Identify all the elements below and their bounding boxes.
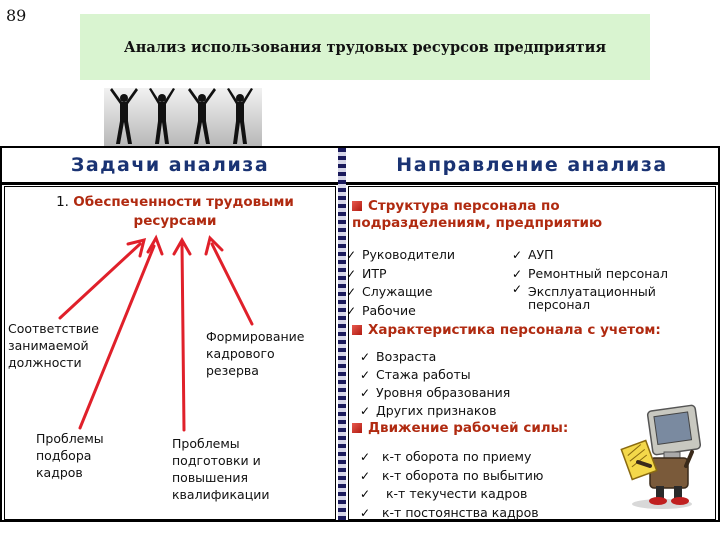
task-box-sootvetstvie: Соответствие занимаемой должности [8, 321, 99, 370]
header-underline-right [346, 182, 718, 185]
task-box-podbor: Проблемы подбора кадров [36, 431, 104, 480]
section3-list: ✓к-т оборота по приему ✓к-т оборота по в… [360, 448, 610, 522]
checkmark-icon: ✓ [360, 505, 371, 520]
checkmark-icon: ✓ [360, 487, 371, 501]
checkmark-icon: ✓ [360, 368, 371, 382]
checkmark-icon: ✓ [346, 285, 357, 299]
checkmark-icon: ✓ [360, 450, 371, 464]
list-item: ✓Служащие [346, 283, 496, 302]
section1-right-list: ✓АУП ✓Ремонтный персонал ✓Эксплуатационн… [512, 246, 712, 311]
task-title-text: Обеспеченности трудовыми ресурсами [73, 194, 294, 229]
checkmark-icon: ✓ [360, 350, 371, 364]
computer-character-icon [620, 404, 702, 509]
task-number: 1. [56, 194, 69, 210]
people-figures-image [104, 88, 262, 146]
checkmark-icon: ✓ [512, 248, 523, 262]
section2-marker-icon [352, 325, 362, 335]
slide-title-box: Анализ использования трудовых ресурсов п… [80, 14, 650, 80]
content-frame [0, 146, 720, 522]
list-item: ✓к-т текучести кадров [360, 485, 610, 504]
list-item: ✓Уровня образования [360, 385, 511, 400]
section1-marker-icon [352, 201, 362, 211]
list-item: ✓к-т оборота по выбытию [360, 467, 610, 486]
checkmark-icon: ✓ [346, 303, 357, 318]
task-title: 1. Обеспеченности трудовыми ресурсами [20, 193, 330, 231]
checkmark-icon: ✓ [360, 468, 371, 483]
list-item: ✓Руководители [346, 246, 496, 265]
checkmark-icon: ✓ [360, 386, 371, 400]
list-item: ✓Ремонтный персонал [512, 265, 712, 284]
task-box-formirovanie: Формирование кадрового резерва [206, 329, 305, 378]
section3-marker-icon [352, 423, 362, 433]
header-underline-left [2, 182, 338, 185]
list-item: ✓Рабочие [346, 302, 496, 321]
slide-title: Анализ использования трудовых ресурсов п… [123, 38, 607, 56]
list-item: ✓ИТР [346, 265, 496, 284]
list-item: ✓АУП [512, 246, 712, 265]
slide-number: 89 [6, 6, 27, 25]
list-item: ✓Других признаков [360, 403, 497, 418]
right-column-frame [348, 186, 716, 520]
cheering-people-icon [104, 88, 262, 146]
list-item: ✓к-т оборота по приему [360, 448, 610, 467]
checkmark-icon: ✓ [512, 282, 523, 296]
section1-title: Структура персонала по подразделениям, п… [352, 198, 603, 231]
checkmark-icon: ✓ [512, 266, 523, 281]
left-column-frame [4, 186, 336, 520]
task-box-podgotovka: Проблемы подготовки и повышения квалифик… [172, 436, 270, 502]
checkmark-icon: ✓ [346, 266, 357, 281]
list-item: ✓к-т постоянства кадров [360, 504, 610, 523]
list-item: ✓Стажа работы [360, 367, 471, 382]
right-column-header: Направление анализа [346, 148, 718, 182]
section1-left-list: ✓Руководители ✓ИТР ✓Служащие ✓Рабочие [346, 246, 496, 320]
section2-title: Характеристика персонала с учетом: [352, 322, 712, 339]
section3-title: Движение рабочей силы: [352, 420, 612, 437]
column-divider [338, 148, 346, 520]
checkmark-icon: ✓ [360, 404, 371, 418]
left-column-header: Задачи анализа [2, 148, 338, 182]
checkmark-icon: ✓ [346, 248, 357, 262]
section2-list: ✓Возраста ✓Стажа работы ✓Уровня образова… [360, 348, 610, 420]
list-item: ✓Возраста [360, 349, 437, 364]
list-item: ✓Эксплуатационный персонал [512, 282, 656, 312]
